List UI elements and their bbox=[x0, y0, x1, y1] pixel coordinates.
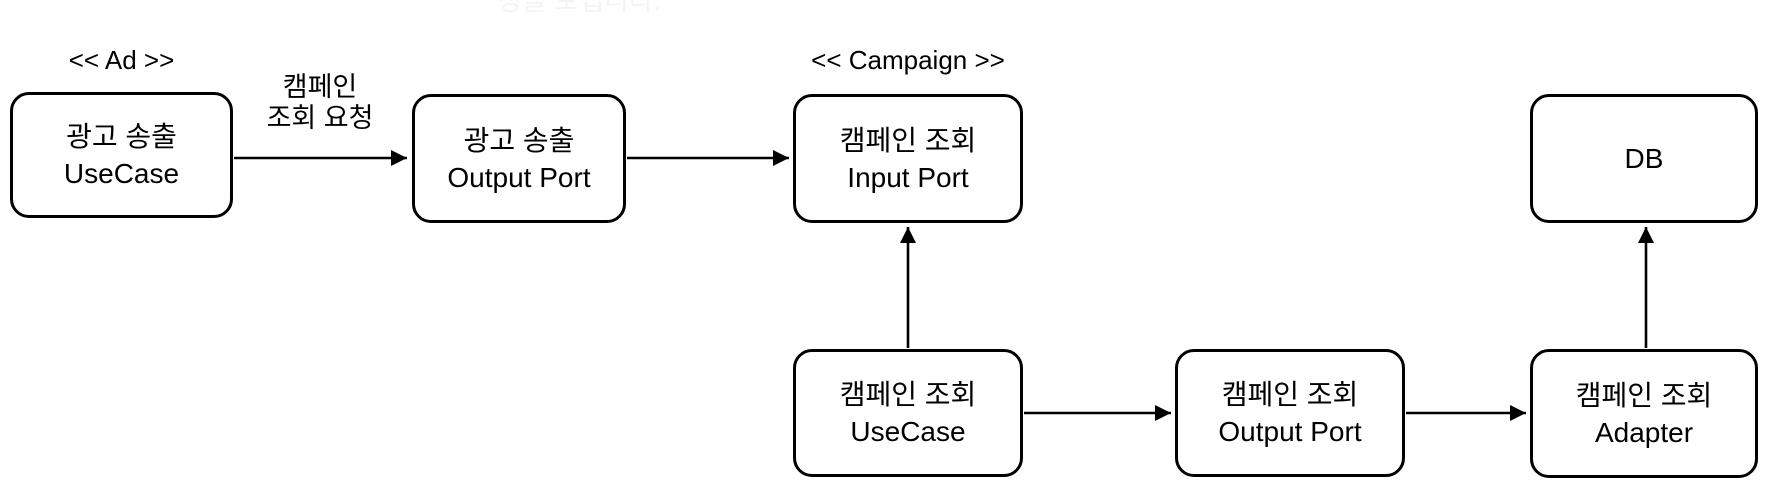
node-campaign-output-port: 캠페인 조회 Output Port bbox=[1175, 349, 1405, 477]
node-label-line2: Output Port bbox=[1218, 416, 1362, 447]
node-label-line1: 광고 송출 bbox=[66, 121, 177, 152]
node-campaign-input-port: 캠페인 조회 Input Port bbox=[793, 94, 1023, 223]
node-label-line2: Adapter bbox=[1594, 416, 1694, 448]
node-label-line2: Output Port bbox=[447, 161, 591, 193]
node-db: DB bbox=[1530, 94, 1758, 223]
node-campaign-adapter: 캠페인 조회 Adapter bbox=[1530, 349, 1758, 478]
node-label-line1: 캠페인 조회 bbox=[839, 379, 977, 410]
node-label-line1: 광고 송출 bbox=[463, 124, 575, 156]
node-label-line1: 캠페인 조회 bbox=[839, 124, 977, 156]
node-ad-output-port: 광고 송출 Output Port bbox=[412, 94, 626, 223]
node-campaign-usecase: 캠페인 조회 UseCase bbox=[793, 349, 1023, 477]
stereotype-campaign: << Campaign >> bbox=[811, 45, 1005, 75]
node-label-line2: Input Port bbox=[847, 161, 969, 193]
node-label-line2: UseCase bbox=[63, 158, 180, 189]
node-ad-usecase: 광고 송출 UseCase bbox=[10, 92, 233, 218]
stereotype-ad: << Ad >> bbox=[68, 45, 175, 75]
node-label-line1: 캠페인 조회 bbox=[1575, 379, 1713, 411]
edge-label-line2: 조회 요청 bbox=[266, 103, 374, 133]
node-label-line1: DB bbox=[1624, 143, 1664, 174]
edge-label-line1: 캠페인 bbox=[282, 72, 358, 102]
node-label-line1: 캠페인 조회 bbox=[1221, 379, 1359, 410]
node-label-line2: UseCase bbox=[850, 416, 966, 447]
edge-label-campaign-lookup-request: 캠페인 조회 요청 bbox=[244, 72, 396, 134]
clipped-text-top: 청을 보냅니다. bbox=[497, 0, 662, 16]
